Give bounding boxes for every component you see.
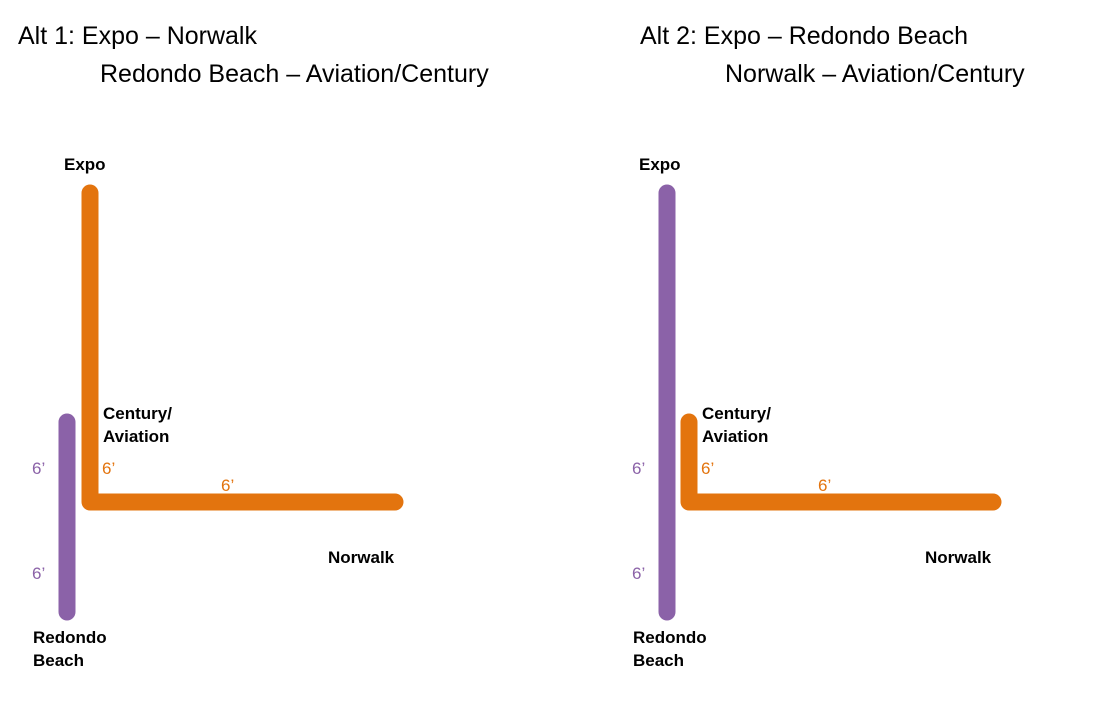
- alt2-label-century-aviation-line2: Aviation: [702, 427, 769, 446]
- alt2-expo-redondo-route: [576, 0, 1105, 706]
- alt2-norwalk-aviation-route: [576, 0, 1105, 706]
- alt1-diagram: Expo Century/ Aviation Norwalk Redondo B…: [32, 155, 404, 670]
- alt2-label-century-aviation-line1: Century/: [702, 404, 771, 423]
- alt1-title: Alt 1: Expo – Norwalk Redondo Beach – Av…: [18, 17, 489, 93]
- alt2-label-expo: Expo: [639, 155, 681, 174]
- alt1-dimension-orange-vertical: 6’: [102, 459, 116, 478]
- alt1-title-line-1: Alt 1: Expo – Norwalk: [18, 22, 257, 50]
- alt2-diagram: Expo Century/ Aviation Norwalk Redondo B…: [576, 0, 1105, 706]
- alt1-label-redondo-line1: Redondo: [33, 628, 107, 647]
- alt1-dimension-purple-upper: 6’: [32, 459, 46, 478]
- alt1-label-redondo-line2: Beach: [33, 651, 85, 670]
- alt1-redondo-aviation-route: [58, 413, 76, 621]
- alt2-label-redondo-line1: Redondo: [633, 628, 707, 647]
- alt2-title-line-1: Alt 2: Expo – Redondo Beach: [640, 22, 969, 50]
- alt1-label-norwalk: Norwalk: [328, 548, 395, 567]
- alt2-label-redondo-line2: Beach: [633, 651, 685, 670]
- alt1-title-line-2: Redondo Beach – Aviation/Century: [100, 60, 489, 88]
- alt2-dimension-orange-horizontal: 6’: [818, 476, 832, 495]
- alt2-dimension-orange-vertical: 6’: [701, 459, 715, 478]
- alt2-label-norwalk: Norwalk: [925, 548, 992, 567]
- alt2-title: Alt 2: Expo – Redondo Beach Norwalk – Av…: [640, 17, 1025, 93]
- alt1-label-century-aviation-line2: Aviation: [103, 427, 170, 446]
- alt1-dimension-purple-lower: 6’: [32, 564, 46, 583]
- alt1-label-expo: Expo: [64, 155, 106, 174]
- alt1-expo-norwalk-route: [81, 184, 404, 511]
- alt2-title-line-2: Norwalk – Aviation/Century: [725, 60, 1025, 88]
- alt2-dimension-purple-lower: 6’: [632, 564, 646, 583]
- alt1-dimension-orange-horizontal: 6’: [221, 476, 235, 495]
- alt1-label-century-aviation-line1: Century/: [103, 404, 172, 423]
- alt2-dimension-purple-upper: 6’: [632, 459, 646, 478]
